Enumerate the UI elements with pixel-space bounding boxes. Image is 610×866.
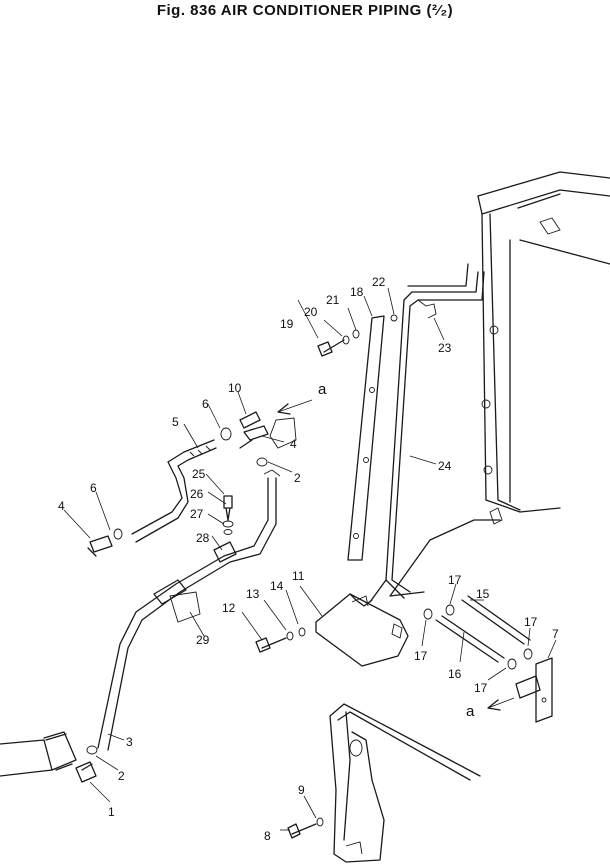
frame-bracket	[287, 703, 481, 863]
callout-11: 11	[292, 569, 305, 583]
callout-25: 25	[192, 467, 206, 481]
pipe-5	[131, 439, 217, 543]
bolt-assembly-12-14	[255, 627, 306, 653]
callout-16: 16	[448, 667, 462, 681]
leader-lines	[63, 287, 557, 831]
callout-15: 15	[476, 587, 490, 601]
callout-26: 26	[190, 487, 204, 501]
callout-27: 27	[190, 507, 204, 521]
pipe-24	[385, 263, 485, 599]
clamp-29	[153, 579, 201, 623]
callout-24: 24	[438, 459, 452, 473]
callout-23: 23	[438, 341, 452, 355]
callout-14: 14	[270, 579, 284, 593]
callout-1: 1	[108, 805, 115, 819]
callout-6: 6	[90, 481, 97, 495]
reference-mark-a: a	[318, 381, 327, 398]
callout-28: 28	[196, 531, 210, 545]
callout-3: 3	[126, 735, 133, 749]
callout-29: 29	[196, 633, 210, 647]
callout-13: 13	[246, 587, 260, 601]
reference-arrows	[277, 399, 515, 711]
reference-mark-a: a	[466, 703, 475, 720]
callout-7: 7	[552, 627, 559, 641]
fittings-left	[87, 528, 123, 557]
cab-panel	[477, 171, 610, 525]
valve-7	[515, 657, 553, 723]
callout-9: 9	[298, 783, 305, 797]
callout-20: 20	[304, 305, 318, 319]
callout-4: 4	[58, 499, 65, 513]
bolt-assembly-19-22	[317, 314, 398, 357]
callout-6: 6	[202, 397, 209, 411]
callout-2: 2	[118, 769, 125, 783]
callout-17: 17	[524, 615, 538, 629]
callout-10: 10	[228, 381, 242, 395]
hose-end-fittings	[0, 731, 98, 783]
callout-12: 12	[222, 601, 236, 615]
part-11-bracket	[315, 519, 501, 667]
hoses-15-16	[423, 595, 533, 670]
fittings-upper	[220, 411, 297, 467]
callout-5: 5	[172, 415, 179, 429]
callout-17: 17	[474, 681, 488, 695]
callout-22: 22	[372, 275, 386, 289]
callout-21: 21	[326, 293, 340, 307]
callout-17: 17	[414, 649, 428, 663]
mounting-bracket	[347, 315, 385, 561]
callout-18: 18	[350, 285, 364, 299]
callout-19: 19	[280, 317, 294, 331]
figure-title: Fig. 836 AIR CONDITIONER PIPING (²⁄₂)	[156, 2, 454, 19]
callout-labels: 1 2 2 3 4 4 5 6 6 7 8 9 10 11 12 13 14 1…	[58, 275, 559, 843]
callout-4: 4	[290, 437, 297, 451]
clamp-assembly-25-28	[213, 495, 237, 563]
callout-2: 2	[294, 471, 301, 485]
callout-17: 17	[448, 573, 462, 587]
callout-8: 8	[264, 829, 271, 843]
pipe-3	[97, 469, 281, 751]
